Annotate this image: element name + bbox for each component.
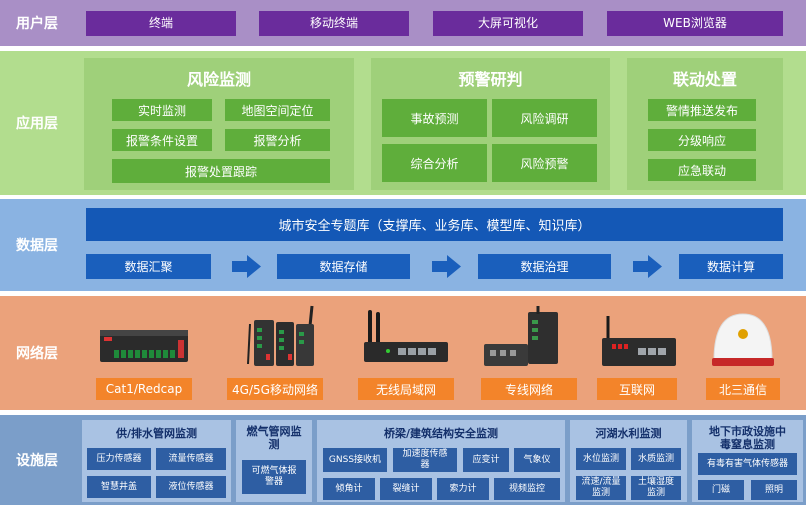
- water-pipe-title: 供/排水管网监测: [115, 427, 198, 440]
- user-item-big-screen: 大屏可视化: [433, 11, 583, 36]
- network-layer-label: 网络层: [16, 346, 58, 362]
- arrow-right-icon: [432, 255, 461, 278]
- strain-gauge-box: 应变计: [463, 448, 509, 472]
- flow-rate-box: 流速/流量监测: [576, 476, 626, 500]
- gnss-receiver-box: GNSS接收机: [323, 448, 387, 472]
- alarm-analysis-box: 报警分析: [225, 129, 330, 151]
- realtime-monitoring-box: 实时监测: [112, 99, 212, 121]
- dedicated-line-device-icon: [484, 306, 558, 366]
- river-lake-title: 河湖水利监测: [595, 427, 662, 440]
- data-aggregation-step: 数据汇聚: [86, 254, 211, 279]
- facility-layer-label: 设施层: [16, 453, 58, 469]
- mobile-network-label: 4G/5G移动网络: [227, 378, 323, 400]
- data-computing-step: 数据计算: [679, 254, 783, 279]
- smart-manhole-box: 智慧井盖: [87, 476, 151, 498]
- crack-meter-box: 裂缝计: [380, 478, 432, 500]
- arrow-right-icon: [633, 255, 662, 278]
- cable-force-meter-box: 索力计: [437, 478, 489, 500]
- water-level-box: 水位监测: [576, 448, 626, 470]
- user-item-web-browser: WEB浏览器: [607, 11, 783, 36]
- network-layer: 网络层: [0, 296, 806, 410]
- satellite-terminal-device-icon: [712, 313, 774, 366]
- data-layer: 数据层 城市安全专题库（支撑库、业务库、模型库、知识库） 数据汇聚 数据存储 数…: [0, 199, 806, 291]
- flow-sensor-box: 流量传感器: [156, 448, 226, 470]
- linkage-group: 联动处置 警情推送发布 分级响应 应急联动: [627, 58, 783, 190]
- data-layer-label: 数据层: [16, 238, 58, 254]
- data-governance-step: 数据治理: [478, 254, 611, 279]
- city-safety-library: 城市安全专题库（支撑库、业务库、模型库、知识库）: [86, 208, 783, 241]
- gas-pipe-group: 燃气管网监测 可燃气体报警器: [236, 420, 312, 502]
- comprehensive-analysis-box: 综合分析: [382, 144, 487, 182]
- early-warning-title: 预警研判: [458, 70, 523, 89]
- underground-facility-title: 地下市政设施中毒窒息监测: [709, 425, 786, 452]
- user-layer: 用户层 终端 移动终端 大屏可视化 WEB浏览器: [0, 0, 806, 46]
- linkage-title: 联动处置: [672, 70, 737, 89]
- application-layer-label: 应用层: [16, 116, 58, 132]
- beidou-label: 北三通信: [706, 378, 780, 400]
- emergency-linkage-box: 应急联动: [648, 159, 756, 181]
- cat1-redcap-label: Cat1/Redcap: [96, 378, 192, 400]
- cat1-gateway-device-icon: [100, 330, 188, 362]
- lighting-box: 照明: [751, 480, 797, 500]
- gas-pipe-title: 燃气管网监测: [246, 425, 302, 452]
- wireless-router-device-icon: [364, 310, 448, 362]
- weather-station-box: 气象仪: [514, 448, 560, 472]
- risk-warning-box: 风险预警: [492, 144, 597, 182]
- application-layer: 应用层 风险监测 实时监测 地图空间定位 报警条件设置 报警分析 报警处置跟踪 …: [0, 51, 806, 195]
- user-item-terminal: 终端: [86, 11, 236, 36]
- bridge-structure-group: 桥梁/建筑结构安全监测 GNSS接收机 加速度传感器 应变计 气象仪 倾角计 裂…: [317, 420, 565, 502]
- wireless-lan-label: 无线局域网: [358, 378, 454, 400]
- accelerometer-box: 加速度传感器: [393, 448, 457, 472]
- combustible-gas-alarm-box: 可燃气体报警器: [242, 460, 306, 494]
- video-surveillance-box: 视频监控: [494, 478, 560, 500]
- data-storage-step: 数据存储: [277, 254, 410, 279]
- bridge-structure-title: 桥梁/建筑结构安全监测: [383, 427, 499, 440]
- alarm-tracking-box: 报警处置跟踪: [112, 159, 330, 183]
- toxic-gas-sensor-box: 有毒有害气体传感器: [698, 453, 797, 475]
- early-warning-group: 预警研判 事故预测 风险调研 综合分析 风险预警: [371, 58, 610, 190]
- inclinometer-box: 倾角计: [323, 478, 375, 500]
- alert-push-box: 警情推送发布: [648, 99, 756, 121]
- pressure-sensor-box: 压力传感器: [87, 448, 151, 470]
- facility-layer: 设施层 供/排水管网监测 压力传感器 流量传感器 智慧井盖 液位传感器 燃气管网…: [0, 415, 806, 505]
- accident-prediction-box: 事故预测: [382, 99, 487, 137]
- cellular-router-device-icon: [247, 305, 314, 366]
- water-pipe-group: 供/排水管网监测 压力传感器 流量传感器 智慧井盖 液位传感器: [82, 420, 231, 502]
- risk-monitoring-title: 风险监测: [186, 70, 251, 89]
- map-positioning-box: 地图空间定位: [225, 99, 330, 121]
- door-magnet-box: 门磁: [698, 480, 744, 500]
- level-sensor-box: 液位传感器: [156, 476, 226, 498]
- graded-response-box: 分级响应: [648, 129, 756, 151]
- river-lake-group: 河湖水利监测 水位监测 水质监测 流速/流量监测 土壤湿度监测: [570, 420, 687, 502]
- internet-label: 互联网: [597, 378, 677, 400]
- water-quality-box: 水质监测: [631, 448, 681, 470]
- soil-moisture-box: 土壤湿度监测: [631, 476, 681, 500]
- user-item-mobile-terminal: 移动终端: [259, 11, 409, 36]
- underground-facility-group: 地下市政设施中毒窒息监测 有毒有害气体传感器 门磁 照明: [692, 420, 803, 502]
- dedicated-line-label: 专线网络: [481, 378, 577, 400]
- alarm-condition-box: 报警条件设置: [112, 129, 212, 151]
- risk-monitoring-group: 风险监测 实时监测 地图空间定位 报警条件设置 报警分析 报警处置跟踪: [84, 58, 354, 190]
- arrow-right-icon: [232, 255, 261, 278]
- risk-research-box: 风险调研: [492, 99, 597, 137]
- user-layer-label: 用户层: [16, 16, 58, 32]
- internet-router-device-icon: [602, 316, 676, 366]
